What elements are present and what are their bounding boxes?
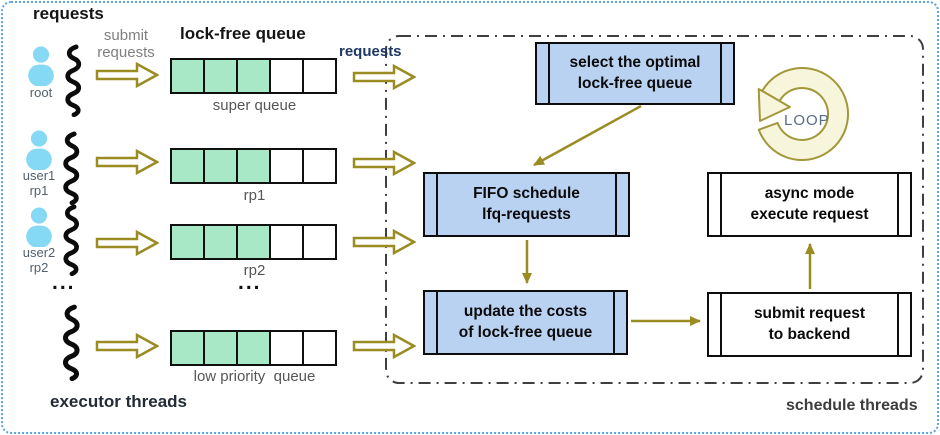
flow-step-line: submit request <box>753 305 866 323</box>
queue-cell-filled <box>236 148 271 184</box>
flow-step-async-execute: async mode execute request <box>707 172 912 237</box>
requests-inner-label: requests <box>339 43 402 60</box>
users-ellipsis: ... <box>52 271 76 294</box>
submit-arrow-icon <box>95 333 159 359</box>
lock-free-queue-title: lock-free queue <box>180 24 306 43</box>
queue-cell-filled <box>236 330 271 366</box>
queue-cell-empty <box>302 224 337 260</box>
queue-cell-filled <box>170 330 205 366</box>
queue-super <box>170 58 337 94</box>
submit-arrow-icon <box>95 149 159 175</box>
requests-arrow-icon <box>352 150 416 176</box>
flow-step-select-optimal-queue: select the optimal lock-free queue <box>535 42 735 105</box>
submit-requests-line1: submit <box>103 27 149 44</box>
schedule-threads-boundary <box>385 35 924 384</box>
user-label-root: root <box>29 85 53 100</box>
submit-requests-caption: submit requests <box>90 27 162 62</box>
requests-arrow-icon <box>352 333 416 359</box>
queue-rp1 <box>170 148 337 184</box>
user-icon-user1 <box>20 130 58 170</box>
queue-cell-filled <box>170 224 205 260</box>
flow-step-line: update the costs <box>463 303 588 321</box>
queue-label-rp1: rp1 <box>243 187 266 204</box>
thread-squiggle-icon <box>65 307 77 379</box>
requests-arrow-icon <box>352 229 416 255</box>
user-sublabel-rp1: rp1 <box>29 183 49 198</box>
flow-step-line: async mode <box>764 185 855 203</box>
queue-rp2 <box>170 224 337 260</box>
flow-step-line: FIFO schedule <box>473 185 580 203</box>
user-icon-root <box>22 46 60 86</box>
queue-cell-empty <box>302 330 337 366</box>
requests-arrow-icon <box>352 64 416 90</box>
queue-cell-filled <box>203 58 238 94</box>
queue-cell-empty <box>269 58 304 94</box>
flow-step-line: lfq-requests <box>482 205 571 223</box>
user-sublabel-rp2: rp2 <box>29 260 49 275</box>
queue-cell-empty <box>269 330 304 366</box>
submit-arrow-icon <box>95 62 159 88</box>
user-icon-user2 <box>20 207 58 247</box>
queue-cell-empty <box>302 58 337 94</box>
flow-step-update-costs: update the costs of lock-free queue <box>423 290 628 355</box>
flow-step-line: of lock-free queue <box>458 323 593 341</box>
flow-step-line: execute request <box>750 205 869 223</box>
queue-cell-empty <box>302 148 337 184</box>
thread-squiggle-icon <box>68 47 79 115</box>
queue-cell-filled <box>203 224 238 260</box>
flow-step-line: select the optimal <box>569 54 701 72</box>
flow-step-line: lock-free queue <box>577 74 693 92</box>
requests-title: requests <box>33 4 104 23</box>
queue-cell-filled <box>236 58 271 94</box>
queue-cell-filled <box>170 58 205 94</box>
queue-cell-filled <box>236 224 271 260</box>
queue-low-priority <box>170 330 337 366</box>
connector-arrows <box>522 104 815 326</box>
queue-label-low-priority: low priority queue <box>193 368 316 385</box>
queue-label-super: super queue <box>212 97 297 114</box>
queue-cell-filled <box>203 148 238 184</box>
queue-label-rp2: rp2 <box>243 262 266 279</box>
user-label-user1: user1 <box>22 168 56 183</box>
queue-cell-empty <box>269 224 304 260</box>
queue-cell-empty <box>269 148 304 184</box>
user-label-user2: user2 <box>22 245 56 260</box>
flow-step-line: to backend <box>768 325 851 343</box>
loop-arrow-icon: LOOP <box>757 67 850 161</box>
schedule-threads-label: schedule threads <box>786 397 918 414</box>
submit-arrow-icon <box>95 230 159 256</box>
loop-label: LOOP <box>784 112 830 129</box>
queues-ellipsis: ... <box>238 271 262 294</box>
executor-threads-label: executor threads <box>50 392 187 411</box>
queue-cell-filled <box>203 330 238 366</box>
flow-step-submit-backend: submit request to backend <box>707 292 912 357</box>
flow-step-fifo-schedule: FIFO schedule lfq-requests <box>423 172 630 237</box>
queue-cell-filled <box>170 148 205 184</box>
submit-requests-line2: requests <box>97 44 155 62</box>
arrow-select-to-fifo <box>533 104 642 167</box>
